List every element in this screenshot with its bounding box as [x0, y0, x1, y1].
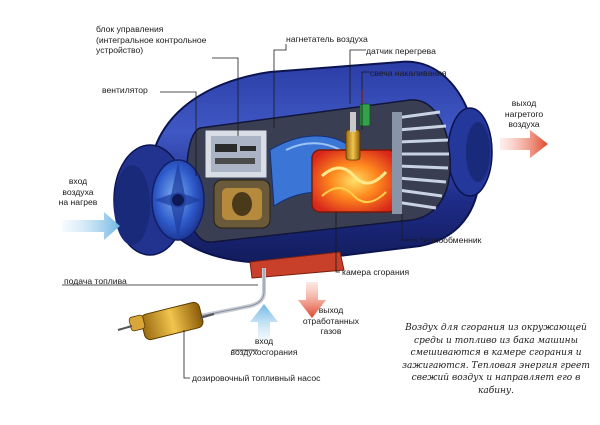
heat-exchanger-fins [392, 110, 449, 214]
combustion-air-arrow [250, 304, 278, 340]
label-glow-plug: свеча накаливания [370, 68, 447, 78]
leader-lines [62, 44, 418, 379]
glow-plug [345, 112, 361, 161]
label-exhaust-out: выход отработанных газов [302, 305, 360, 336]
label-control-unit: блок управления (интегральное контрольно… [96, 24, 207, 55]
hot-air-out-arrow [500, 130, 548, 158]
control-unit [204, 129, 268, 179]
label-combustion-air-in: вход воздухосгорания [230, 336, 298, 357]
label-dosing-pump: дозировочный топливный насос [192, 373, 321, 383]
label-heat-exchanger: теплообменник [420, 235, 482, 245]
label-combustion-chamber: камера сгорания [342, 267, 410, 277]
label-fan: вентилятор [102, 85, 148, 95]
label-overheat-sensor: датчик перегрева [366, 46, 436, 56]
air-in-arrow [62, 212, 120, 240]
label-air-in: вход воздуха на нагрев [58, 176, 98, 207]
fan-impeller [151, 159, 205, 241]
motor [213, 179, 271, 229]
dosing-pump [117, 301, 215, 341]
label-hot-air-out: выход нагретого воздуха [504, 98, 544, 129]
label-blower: нагнетатель воздуха [286, 34, 368, 44]
fuel-line [199, 268, 266, 318]
exhaust-arrow [298, 282, 326, 318]
description-note: Воздух для сгорания из окружающей среды … [402, 323, 590, 396]
label-fuel-supply: подача топлива [64, 276, 127, 286]
